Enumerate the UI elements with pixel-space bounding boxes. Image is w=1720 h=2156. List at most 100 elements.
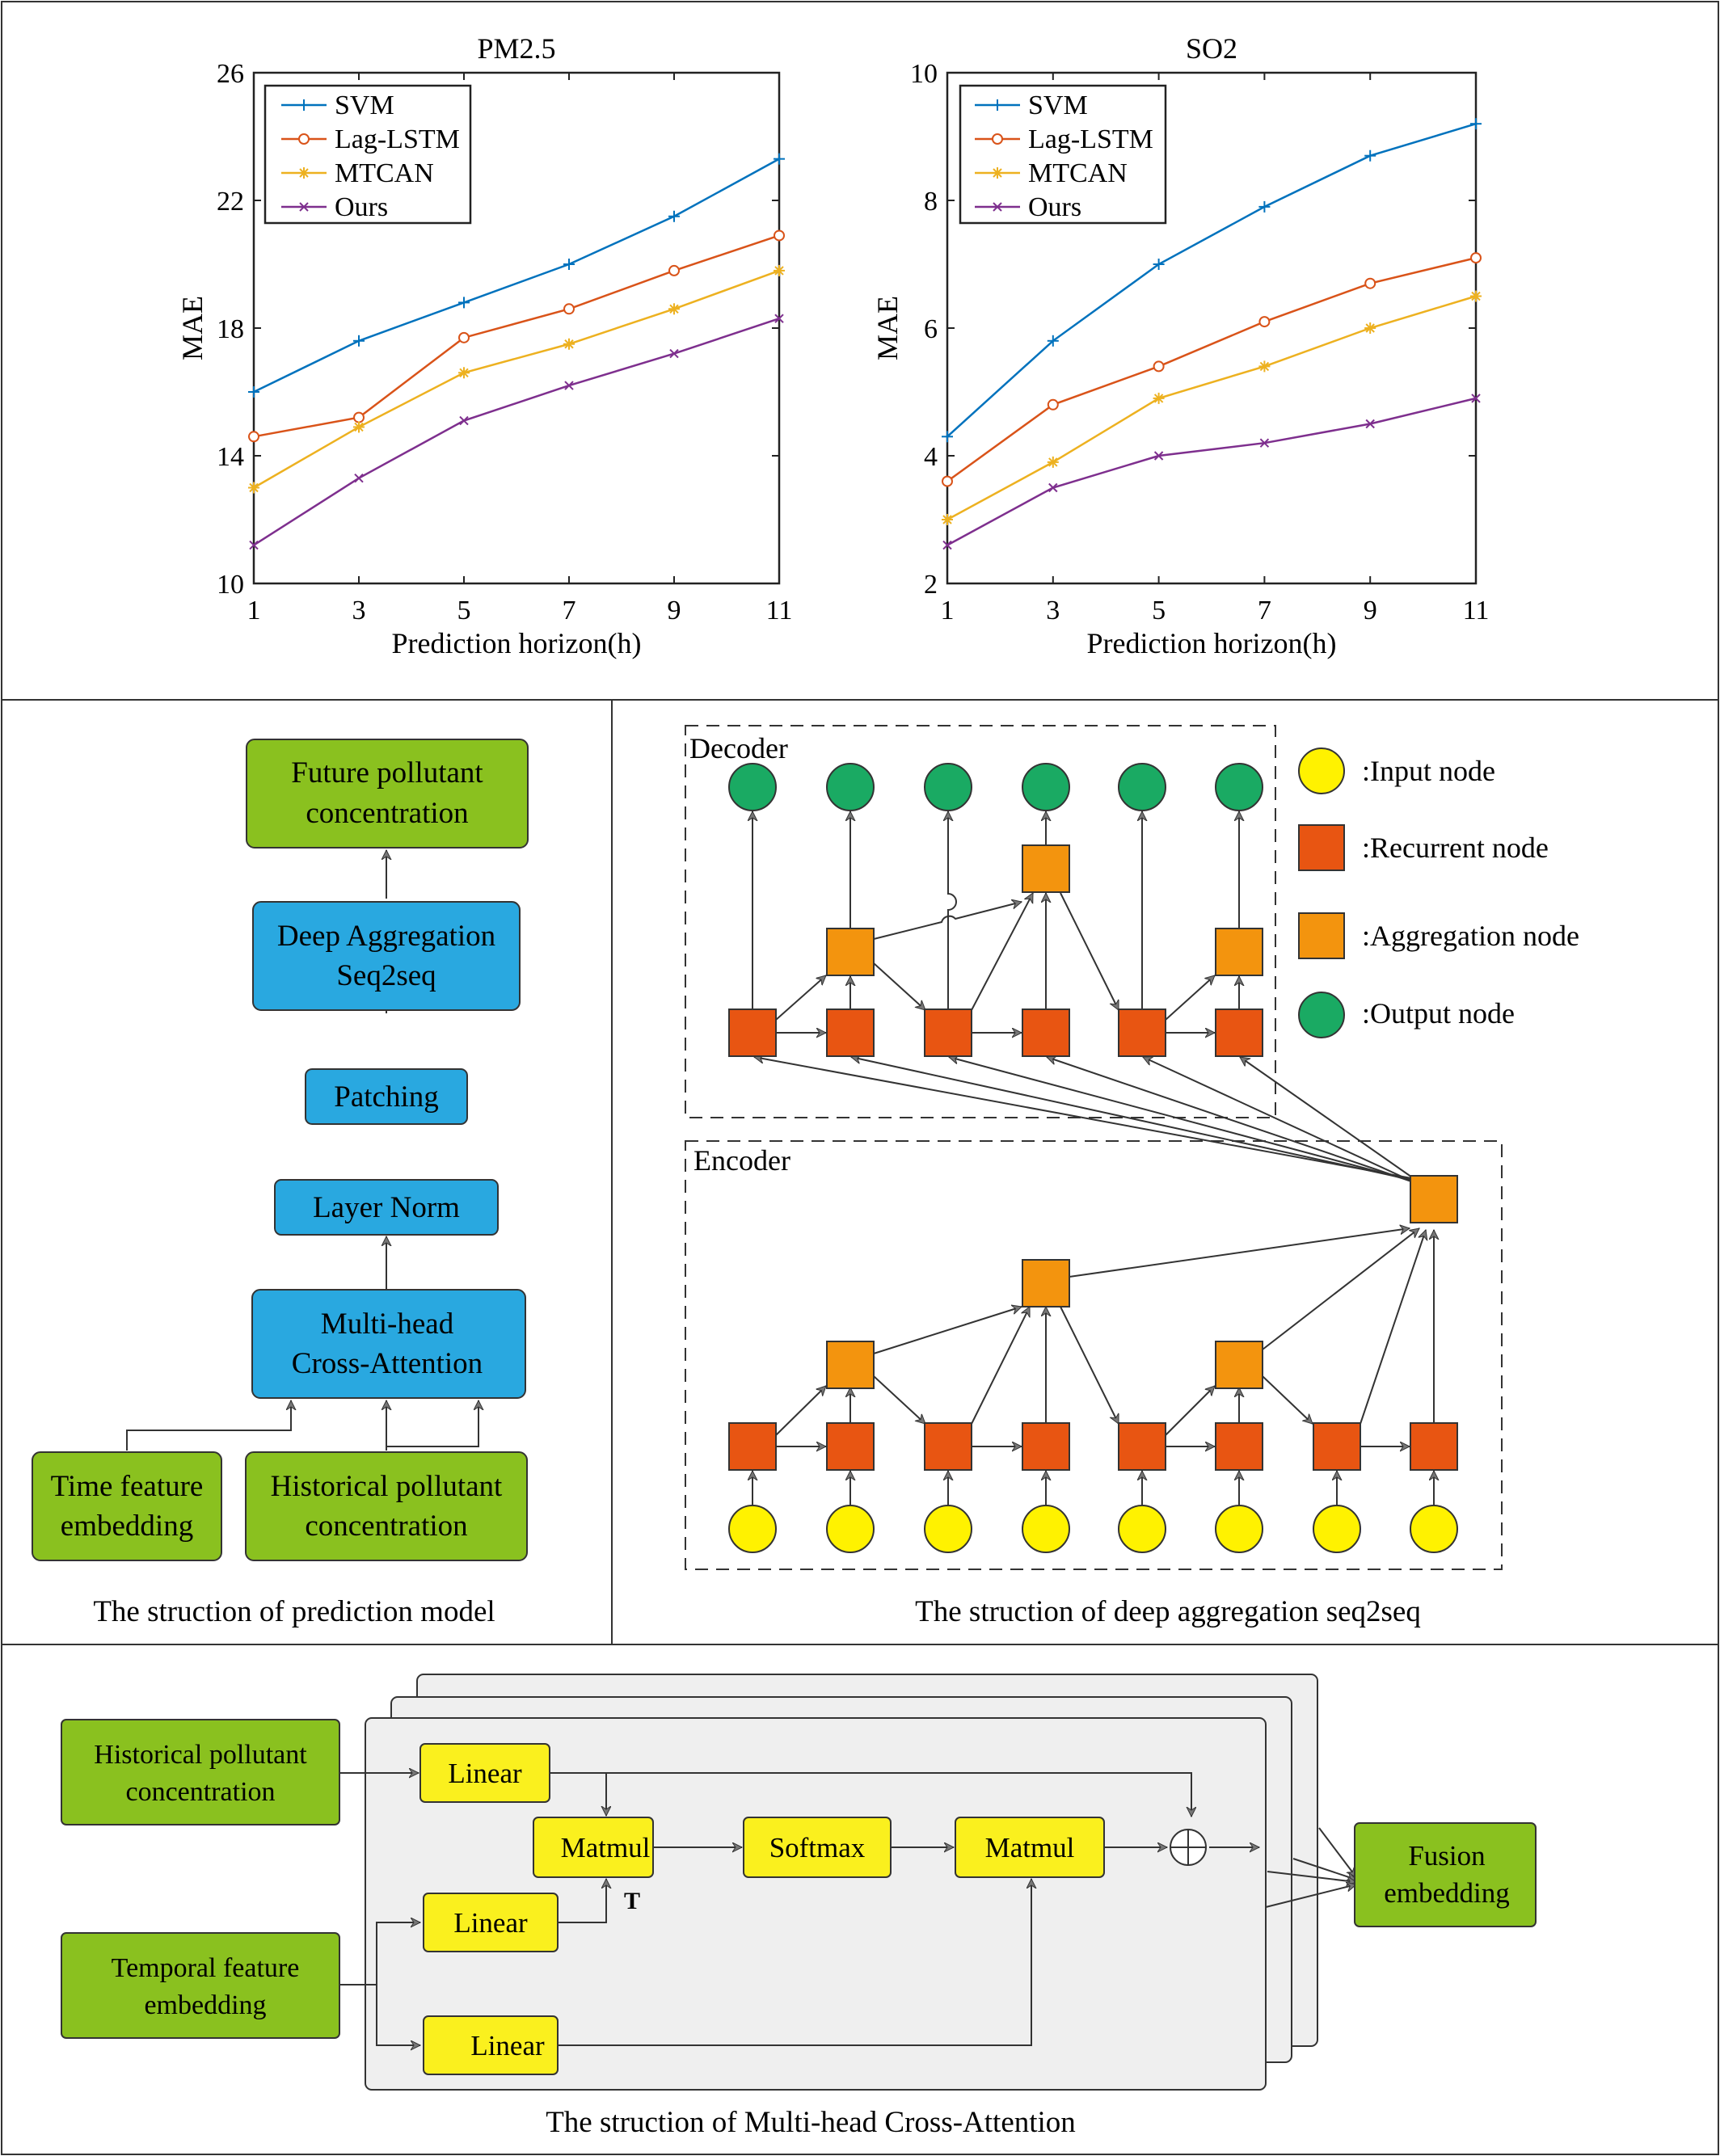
prediction-model-diagram: Future pollutant concentration Deep Aggr… — [32, 739, 529, 1628]
x-tick-label: 3 — [352, 596, 366, 625]
data-point-marker — [458, 331, 470, 343]
legend-label: SVM — [1028, 91, 1088, 120]
temporal-input-box: Temporal feature embedding — [61, 1932, 340, 2039]
aggregation-node — [1410, 1175, 1458, 1223]
matmul2-label: Matmul — [985, 1832, 1075, 1863]
sum-node — [1170, 1829, 1207, 1866]
head-card-front — [365, 1717, 1267, 2091]
data-point-marker — [1471, 394, 1481, 403]
recurrent-node — [1022, 1422, 1070, 1471]
aggregation-node — [1022, 1259, 1070, 1307]
series-line — [253, 158, 780, 394]
fusion-line1: Fusion — [1408, 1840, 1485, 1872]
decoder-aggregation-nodes — [826, 844, 1263, 976]
output-node — [826, 763, 875, 811]
legend-label: Ours — [1028, 192, 1081, 222]
dagg-line1: Deep Aggregation — [277, 920, 495, 953]
y-tick-label: 8 — [924, 187, 938, 217]
series-ours — [249, 314, 784, 550]
y-tick-label: 10 — [910, 59, 938, 89]
x-tick-label: 5 — [1152, 596, 1166, 625]
data-point-marker — [942, 475, 953, 487]
input-node — [1215, 1505, 1263, 1553]
softmax-label: Softmax — [769, 1832, 866, 1863]
matmul-box-2: Matmul — [955, 1817, 1105, 1878]
output-node — [1118, 763, 1166, 811]
data-point-marker — [942, 515, 952, 524]
data-point-marker — [774, 266, 784, 276]
decoder-recurrent-nodes — [728, 1009, 1263, 1057]
future-line1: Future pollutant — [291, 756, 483, 790]
ca-temporal-line1: Temporal feature — [112, 1953, 300, 1983]
attention-edges — [339, 1773, 1356, 2045]
aggregation-node — [826, 1341, 875, 1389]
recurrent-node — [1410, 1422, 1458, 1471]
data-point-marker — [459, 415, 469, 426]
chart-title-pm25: PM2.5 — [477, 32, 555, 65]
linear-box-3: Linear — [423, 2015, 559, 2075]
input-node — [1022, 1505, 1070, 1553]
series-svm — [942, 118, 1482, 443]
series-lag-lstm — [942, 252, 1482, 487]
future-box: Future pollutant concentration — [246, 739, 529, 849]
data-point-marker — [774, 229, 785, 242]
recurrent-node — [826, 1422, 875, 1471]
input-node — [1118, 1505, 1166, 1553]
linear-box-1: Linear — [419, 1743, 550, 1803]
caption-seq2seq: The struction of deep aggregation seq2se… — [915, 1595, 1421, 1628]
hist-line2: concentration — [305, 1510, 467, 1543]
encoder-label: Encoder — [693, 1144, 790, 1177]
recurrent-node — [924, 1422, 972, 1471]
cross-attention-diagram: Historical pollutant concentration Tempo… — [61, 1674, 1537, 2139]
x-tick-label: 7 — [1258, 596, 1271, 625]
data-point-marker — [669, 348, 679, 359]
legend-recurrent-swatch — [1298, 824, 1345, 871]
legend-label: MTCAN — [1028, 158, 1128, 188]
data-point-marker — [299, 168, 309, 178]
legend-label: SVM — [335, 91, 394, 120]
matmul1-label: Matmul — [561, 1832, 651, 1863]
x-axis-label-so2: Prediction horizon(h) — [1087, 627, 1337, 659]
data-point-marker — [1048, 482, 1058, 493]
y-tick-label: 10 — [217, 570, 244, 600]
legend-aggregation-label: :Aggregation node — [1362, 920, 1579, 952]
y-axis-label-pm25: MAE — [176, 296, 209, 360]
time-line2: embedding — [61, 1510, 193, 1543]
series-line — [946, 123, 1477, 438]
fusion-line2: embedding — [1384, 1877, 1510, 1909]
data-point-marker — [564, 381, 574, 390]
decoder-frame — [685, 725, 1276, 1118]
output-node — [924, 763, 972, 811]
input-node — [826, 1505, 875, 1553]
data-point-marker — [298, 133, 310, 145]
data-point-marker — [1153, 451, 1164, 461]
seq2seq-edges — [752, 811, 1434, 1505]
data-point-marker — [299, 202, 309, 212]
time-feature-box: Time feature embedding — [32, 1451, 222, 1561]
future-line2: concentration — [306, 797, 468, 830]
y-tick-label: 26 — [217, 59, 244, 89]
layer-norm-box: Layer Norm — [274, 1179, 499, 1236]
y-tick-label: 2 — [924, 570, 938, 600]
data-point-marker — [354, 473, 364, 483]
aggregation-node — [1022, 844, 1070, 893]
data-point-marker — [1153, 394, 1164, 403]
recurrent-node — [1118, 1009, 1166, 1057]
x-axis-label-pm25: Prediction horizon(h) — [392, 627, 642, 659]
patching-label: Patching — [334, 1080, 438, 1114]
mhca-box: Multi-head Cross-Attention — [251, 1289, 526, 1399]
legend-label: Ours — [335, 192, 388, 222]
legend-output-label: :Output node — [1362, 997, 1515, 1030]
data-point-marker — [249, 540, 259, 550]
ca-temporal-line2: embedding — [144, 1990, 266, 2020]
data-point-marker — [993, 202, 1002, 212]
legend-recurrent-label: :Recurrent node — [1362, 832, 1549, 864]
y-tick-label: 6 — [924, 314, 938, 344]
data-point-marker — [1365, 419, 1375, 429]
